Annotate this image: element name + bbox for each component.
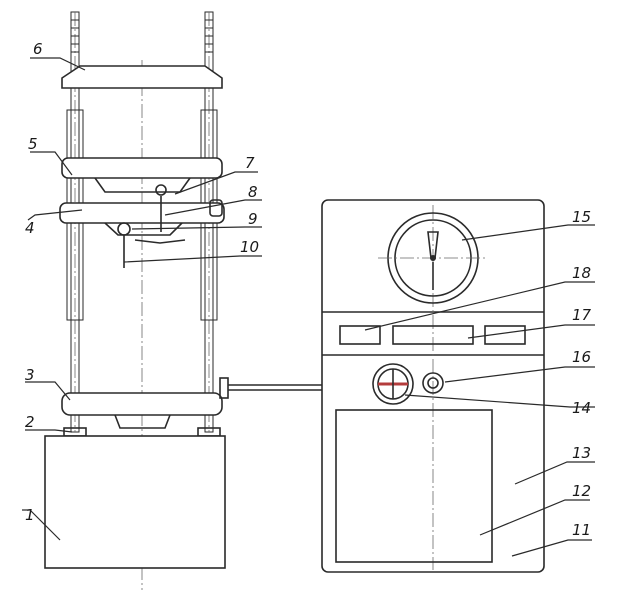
callout-7: 7: [245, 154, 255, 172]
valve-knob: [422, 372, 444, 394]
lower-crosshead: [61, 392, 223, 416]
press-base: [44, 435, 226, 569]
callout-labels: 1 2 3 4 5 6 7 8 9 10 11 12 13 14 15 16 1…: [25, 40, 592, 539]
callout-13: 13: [572, 444, 591, 462]
press-frame: [44, 11, 322, 590]
control-cabinet: [321, 199, 545, 573]
indicator-knob-icon: [117, 222, 131, 236]
lower-platen: [104, 222, 183, 236]
dial-indicator-assembly: [117, 184, 186, 268]
callout-2: 2: [25, 413, 35, 431]
callout-9: 9: [248, 210, 258, 228]
top-crosshead: [61, 65, 223, 89]
movable-crosshead: [59, 202, 225, 224]
callout-15: 15: [572, 208, 591, 226]
callout-4: 4: [25, 219, 35, 237]
callout-5: 5: [28, 135, 38, 153]
upper-platen: [94, 177, 191, 193]
valve-knob-outer-icon: [422, 372, 444, 394]
gauge-bracket: [134, 239, 186, 244]
callout-16: 16: [572, 348, 591, 366]
callout-17: 17: [572, 306, 592, 324]
column-thread-marks: [71, 19, 213, 53]
callout-10: 10: [240, 238, 259, 256]
valve-knob-inner-icon: [427, 377, 439, 389]
callout-leaders: [22, 57, 595, 557]
handwheel: [372, 363, 414, 405]
display-window-center: [392, 325, 474, 345]
callout-11: 11: [572, 521, 591, 539]
display-window-left: [339, 325, 381, 345]
callout-3: 3: [25, 366, 35, 384]
callout-6: 6: [33, 40, 43, 58]
handwheel-rim-icon: [372, 363, 414, 405]
callout-1: 1: [25, 506, 35, 524]
lower-table: [114, 414, 171, 429]
indicator-dial-icon: [155, 184, 167, 196]
hose-fitting: [219, 377, 229, 399]
crosshead-lug: [209, 199, 223, 217]
pressure-gauge: [378, 212, 488, 304]
callout-14: 14: [572, 399, 591, 417]
callout-18: 18: [572, 264, 591, 282]
gauge-hub-icon: [430, 255, 436, 261]
callout-12: 12: [572, 482, 591, 500]
display-window-right: [484, 325, 526, 345]
cabinet-door: [335, 409, 493, 563]
callout-8: 8: [248, 183, 258, 201]
upper-crosshead: [61, 157, 223, 179]
